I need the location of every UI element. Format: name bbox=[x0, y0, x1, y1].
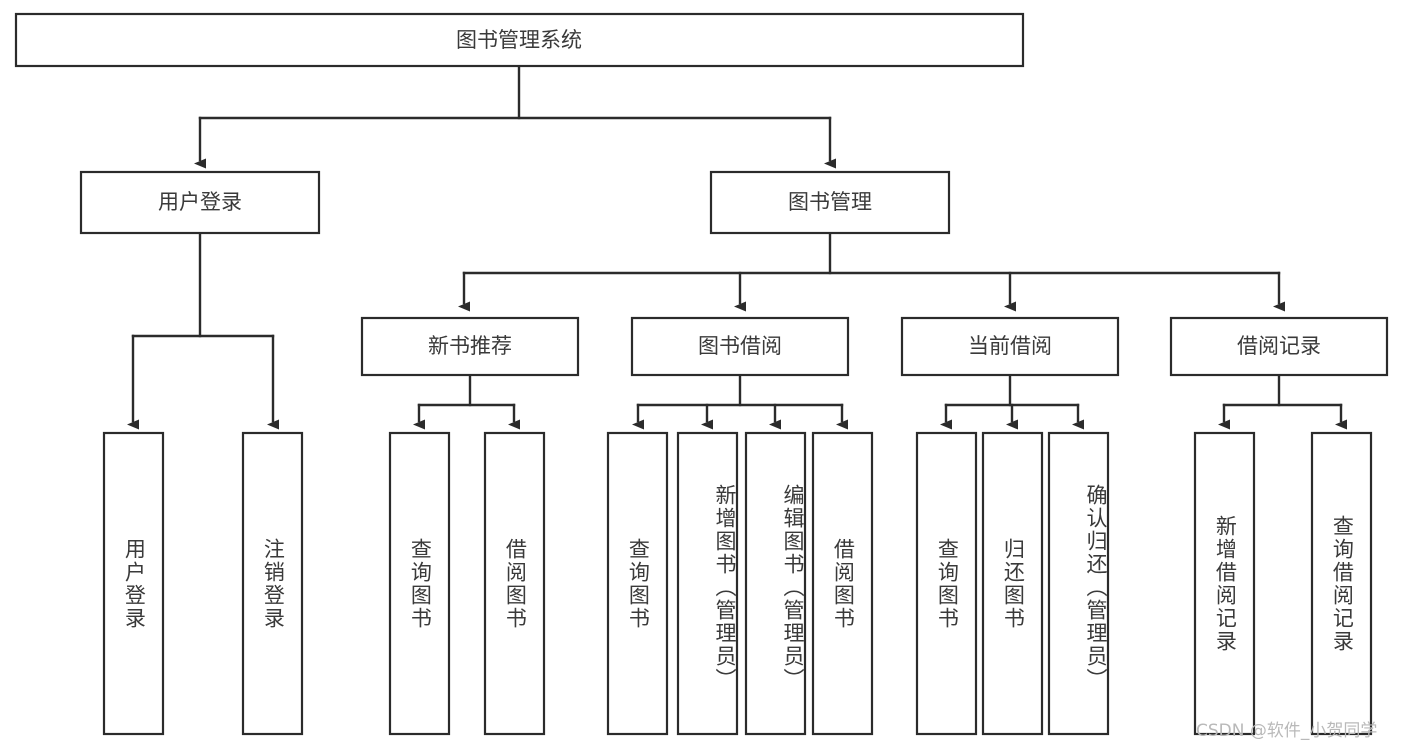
node-label-new-book-recommend: 新书推荐 bbox=[428, 334, 512, 358]
node-box-leaf-query-book-3[interactable] bbox=[915, 431, 978, 736]
node-box-book-borrow[interactable] bbox=[630, 316, 850, 377]
node-box-leaf-query-book-2[interactable] bbox=[606, 431, 669, 736]
node-box-leaf-confirm-return[interactable] bbox=[1047, 431, 1110, 736]
node-box-new-book-recommend[interactable] bbox=[360, 316, 580, 377]
node-box-leaf-add-record[interactable] bbox=[1193, 431, 1256, 736]
node-label-book-borrow: 图书借阅 bbox=[698, 334, 782, 358]
node-label-user-login: 用户登录 bbox=[158, 190, 242, 214]
node-box-leaf-query-book-1[interactable] bbox=[388, 431, 451, 736]
node-box-root[interactable] bbox=[14, 12, 1025, 68]
node-box-borrow-record[interactable] bbox=[1169, 316, 1389, 377]
node-box-leaf-query-record[interactable] bbox=[1310, 431, 1373, 736]
node-box-leaf-add-book[interactable] bbox=[676, 431, 739, 736]
edge-group bbox=[127, 64, 1347, 430]
node-box-leaf-borrow-book-2[interactable] bbox=[811, 431, 874, 736]
node-box-leaf-return-book[interactable] bbox=[981, 431, 1044, 736]
node-box-leaf-borrow-book-1[interactable] bbox=[483, 431, 546, 736]
node-box-leaf-edit-book[interactable] bbox=[744, 431, 807, 736]
node-group: 图书管理系统 用户登录 图书管理 新书推荐 图书借阅 当前借阅 借阅记录 bbox=[14, 12, 1389, 736]
node-box-leaf-logout-login[interactable] bbox=[241, 431, 304, 736]
node-box-book-management[interactable] bbox=[709, 170, 951, 235]
node-label-borrow-record: 借阅记录 bbox=[1237, 334, 1321, 358]
node-box-current-borrow[interactable] bbox=[900, 316, 1120, 377]
node-label-root: 图书管理系统 bbox=[456, 28, 582, 52]
node-label-book-management: 图书管理 bbox=[788, 190, 872, 214]
node-label-current-borrow: 当前借阅 bbox=[968, 334, 1052, 358]
node-box-leaf-user-login[interactable] bbox=[102, 431, 165, 736]
node-box-user-login[interactable] bbox=[79, 170, 321, 235]
csdn-watermark: CSDN @软件_小贺同学 bbox=[1196, 721, 1378, 741]
